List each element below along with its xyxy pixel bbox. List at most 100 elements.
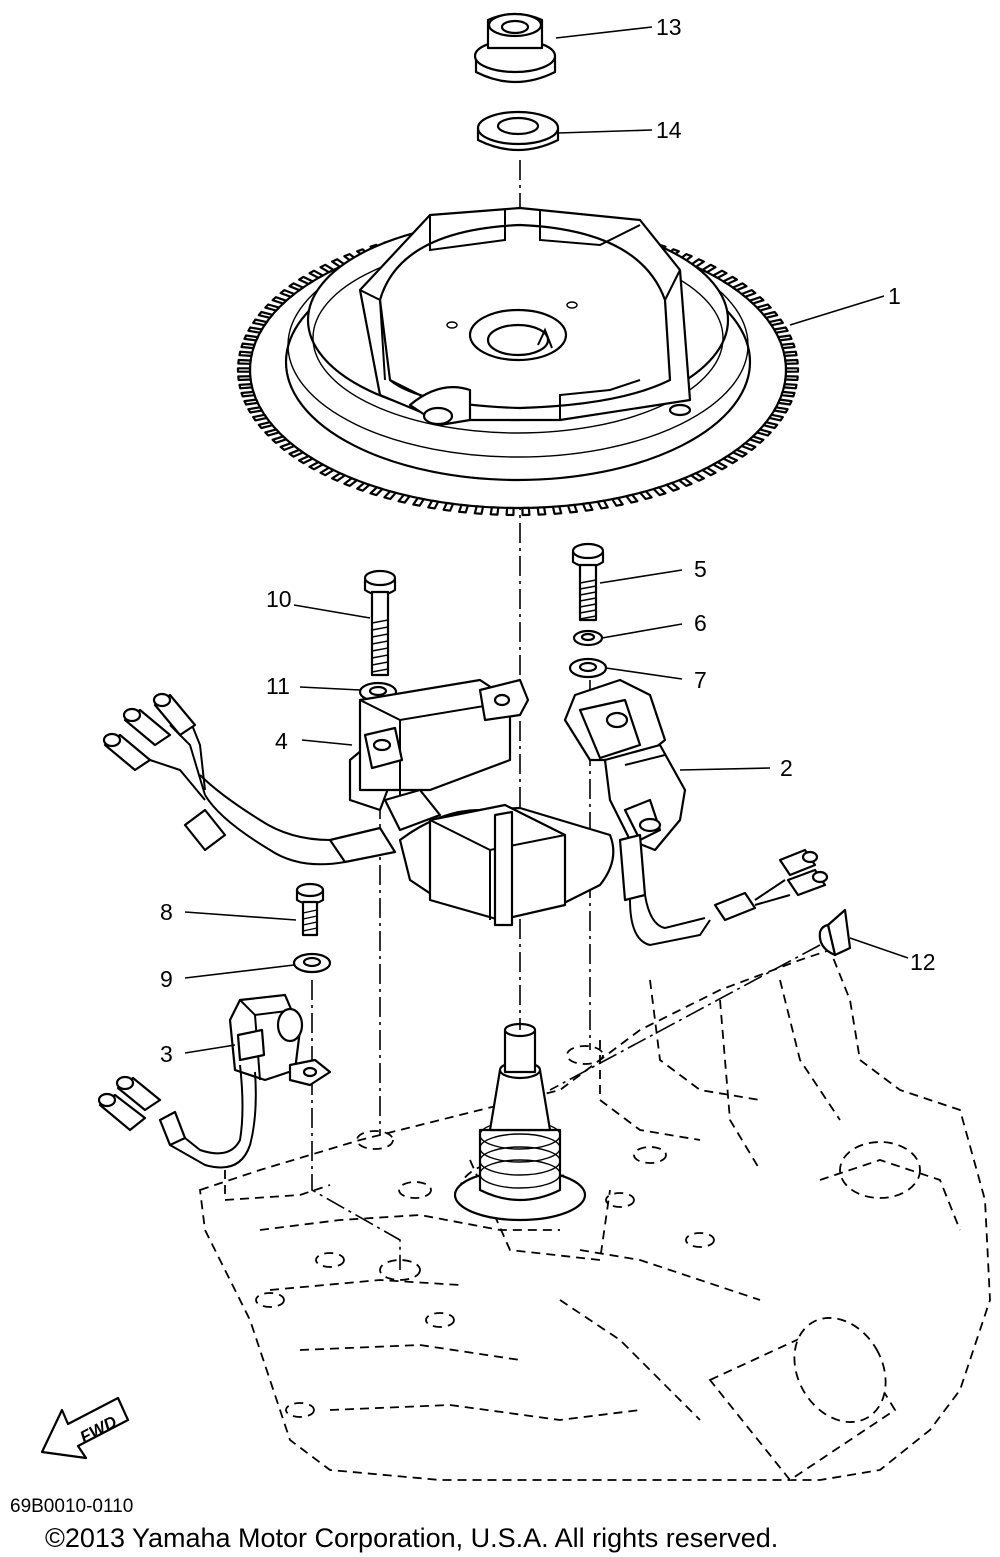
bolt-thread: [579, 603, 597, 608]
crank-position-sensor-washer: [292, 952, 332, 974]
charge-coil-bolt: [363, 569, 397, 677]
gear-tooth: [782, 350, 798, 357]
bolt-thread: [302, 909, 318, 914]
gear-tooth: [625, 493, 639, 504]
gear-tooth: [236, 367, 252, 373]
pulser-coil-lock-washer: [572, 629, 604, 647]
bolt-thread: [579, 597, 597, 602]
gear-tooth: [257, 421, 274, 430]
bolt-thread: [371, 668, 389, 673]
gear-tooth: [665, 481, 680, 492]
gear-tooth: [257, 310, 274, 319]
gear-tooth: [551, 505, 563, 515]
crankshaft-end: [453, 1022, 587, 1222]
gear-tooth: [243, 334, 259, 342]
gear-tooth: [279, 442, 296, 451]
gear-tooth: [298, 455, 314, 465]
gear-tooth: [690, 472, 705, 482]
gear-tooth: [247, 326, 263, 334]
callout-14: 14: [656, 117, 682, 143]
callout-9: 9: [160, 966, 173, 992]
gear-tooth: [701, 263, 717, 274]
gear-tooth: [762, 421, 779, 430]
gear-tooth: [243, 398, 259, 406]
gear-tooth: [596, 499, 609, 510]
gear-tooth: [567, 503, 578, 514]
crank-position-sensor-screw: [295, 882, 325, 937]
flywheel-magneto: [236, 206, 800, 517]
callout-8: 8: [160, 899, 173, 925]
gear-tooth: [756, 303, 772, 312]
bolt-thread: [302, 921, 318, 926]
gear-tooth: [521, 506, 531, 517]
gear-tooth: [271, 435, 288, 444]
copyright-notice: ©2013 Yamaha Motor Corporation, U.S.A. A…: [45, 1523, 778, 1553]
bolt-thread: [371, 661, 389, 666]
pulser-coil-plain-washer: [568, 657, 608, 679]
stator-coil-assembly: [199, 774, 615, 927]
gear-tooth: [712, 269, 728, 279]
gear-tooth: [748, 296, 765, 305]
gear-tooth: [505, 506, 515, 517]
gear-tooth: [343, 477, 358, 487]
gear-tooth: [773, 326, 789, 334]
gear-tooth: [784, 358, 799, 365]
gear-tooth: [369, 486, 384, 497]
bolt-thread: [579, 591, 597, 596]
gear-tooth: [288, 282, 305, 292]
crank-position-sensor: [97, 993, 332, 1169]
bolt-thread: [579, 579, 597, 584]
callout-1: 1: [888, 283, 901, 309]
callout-10: 10: [266, 586, 292, 612]
callout-7: 7: [694, 667, 707, 693]
bolt-thread: [371, 640, 389, 645]
gear-tooth: [740, 442, 757, 451]
callout-11: 11: [266, 673, 290, 699]
gear-tooth: [271, 296, 288, 305]
gear-tooth: [639, 490, 653, 501]
gear-tooth: [748, 435, 765, 444]
gear-tooth: [264, 428, 280, 437]
bolt-thread: [579, 615, 597, 620]
gear-tooth: [247, 406, 263, 414]
gear-tooth: [397, 493, 411, 504]
forward-direction-arrow: FWD: [40, 1396, 130, 1460]
gear-tooth: [536, 506, 547, 516]
bolt-thread: [371, 654, 389, 659]
bolt-thread: [371, 647, 389, 652]
callout-12: 12: [910, 949, 936, 975]
gear-tooth: [308, 269, 324, 279]
gear-tooth: [722, 275, 738, 285]
gear-tooth: [308, 461, 324, 471]
gear-tooth: [252, 318, 268, 327]
gear-tooth: [740, 289, 757, 298]
gear-tooth: [773, 406, 789, 414]
gear-tooth: [756, 428, 772, 437]
flywheel-washer: [476, 110, 560, 152]
drawing-id: 69B0010-0110: [10, 1496, 133, 1517]
gear-tooth: [768, 318, 784, 327]
gear-tooth: [611, 496, 624, 507]
gear-tooth: [238, 383, 254, 390]
gear-tooth: [473, 505, 485, 515]
gear-tooth: [777, 334, 793, 342]
gear-tooth: [678, 477, 693, 487]
oil-filter-outline: [708, 1317, 897, 1482]
gear-tooth: [722, 455, 738, 465]
gear-tooth: [238, 350, 254, 357]
gear-tooth: [356, 481, 371, 492]
callout-5: 5: [694, 556, 707, 582]
gear-tooth: [319, 466, 335, 477]
bolt-thread: [371, 633, 389, 638]
gear-tooth: [489, 506, 500, 516]
bolt-thread: [302, 927, 318, 932]
gear-tooth: [701, 466, 717, 477]
bolt-thread: [579, 585, 597, 590]
gear-tooth: [427, 499, 440, 510]
callout-3: 3: [160, 1041, 173, 1067]
gear-tooth: [298, 275, 314, 285]
pulser-coil-bolt: [571, 542, 605, 622]
gear-tooth: [731, 448, 748, 458]
gear-tooth: [784, 367, 800, 373]
